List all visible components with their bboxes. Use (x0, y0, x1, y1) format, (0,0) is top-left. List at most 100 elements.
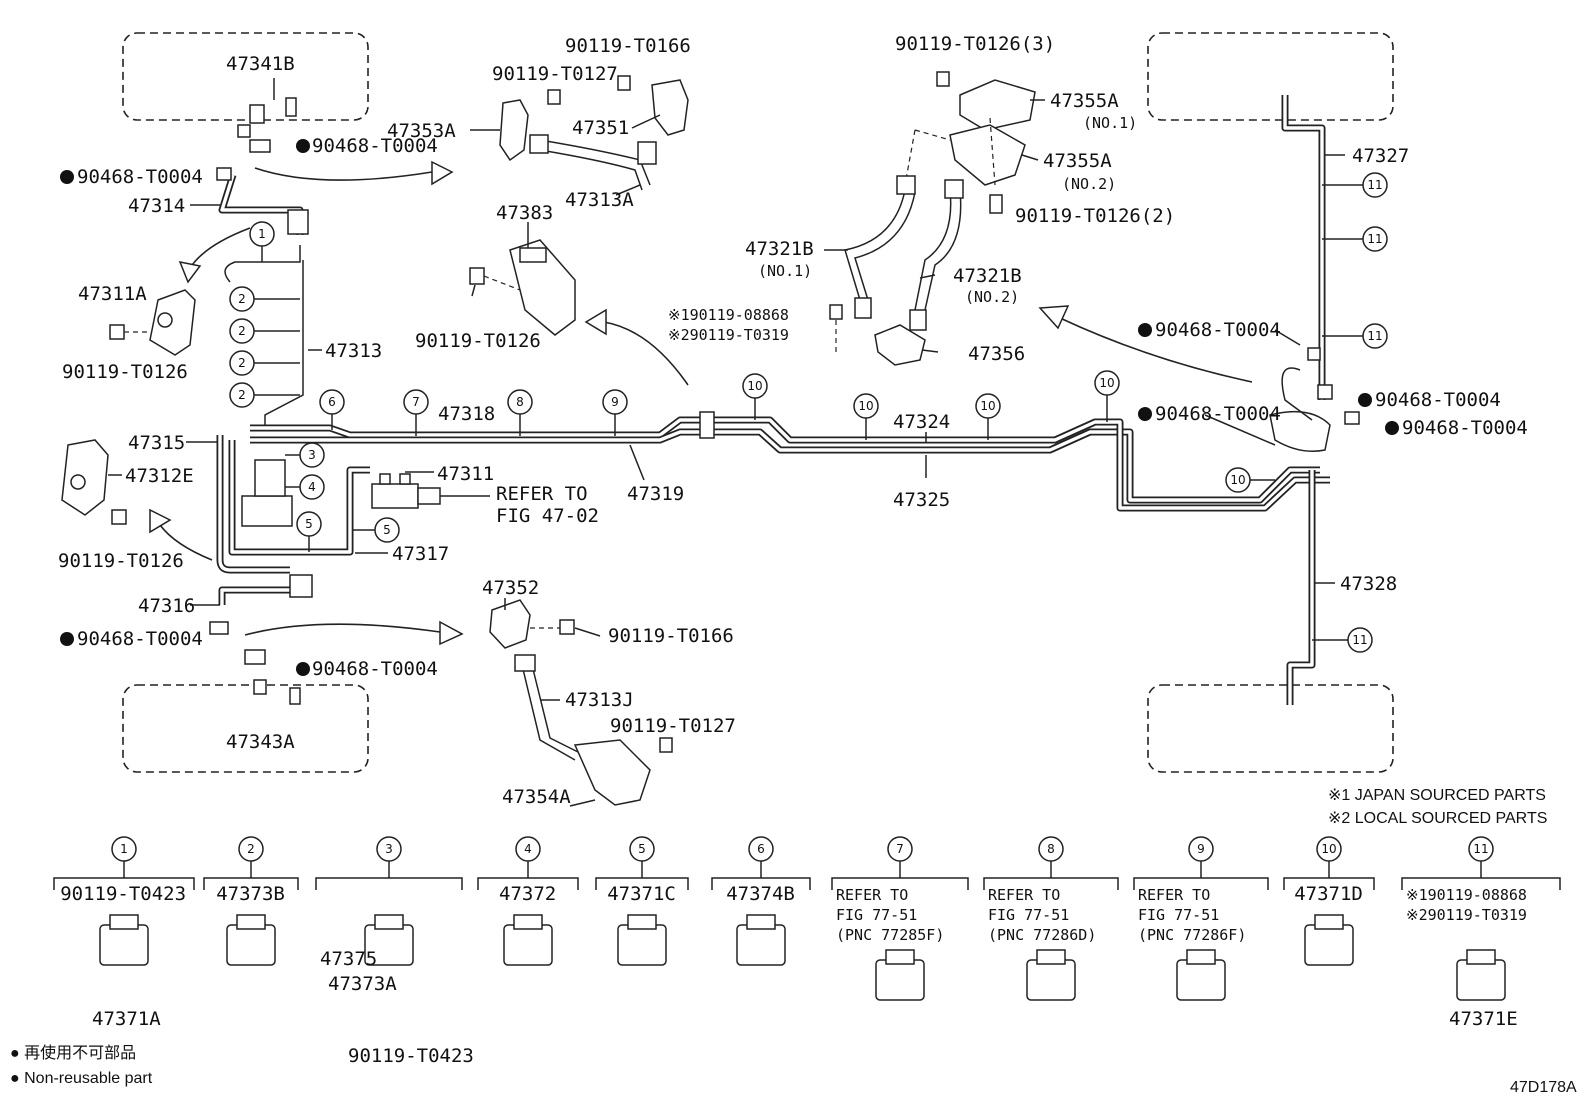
legend-text: REFER TO (1138, 886, 1210, 904)
svg-text:6: 6 (328, 395, 336, 409)
hoses-47321B (829, 175, 964, 366)
svg-text:4: 4 (308, 480, 316, 494)
label-refer-fig-47-02-b: FIG 47-02 (496, 505, 599, 527)
label-90119-T0127-a: 90119-T0127 (492, 63, 618, 85)
callout-10e: 10 (1225, 467, 1275, 493)
label-90468-fr-3: 90468-T0004 (1155, 403, 1281, 425)
label-47319: 47319 (627, 483, 684, 505)
legend-number: 8 (1047, 842, 1055, 856)
callout-2d: 2 (229, 382, 300, 408)
wheel-box-rear-left (122, 684, 369, 773)
legend-text: (PNC 77286D) (988, 926, 1096, 944)
label-47321B-no2: 47321B (953, 265, 1022, 287)
callout-11a: 11 (1322, 172, 1388, 198)
label-90119-T0166-b: 90119-T0166 (608, 625, 734, 647)
label-90468-fr-4: 90468-T0004 (1402, 417, 1528, 439)
label-47343A: 47343A (226, 731, 295, 753)
label-47317: 47317 (392, 543, 449, 565)
legend-number: 11 (1473, 842, 1488, 856)
clip-shape (875, 959, 925, 1001)
legend-text: FIG 77-51 (836, 906, 917, 924)
note-nonreusable-jp: ● 再使用不可部品 (10, 1044, 136, 1062)
svg-text:2: 2 (238, 356, 246, 370)
callout-1: 1 (249, 221, 275, 262)
label-90119-T0126-c: 90119-T0126 (415, 330, 541, 352)
label-no2-b: (NO.2) (965, 288, 1019, 306)
callout-10b: 10 (853, 393, 879, 440)
callout-8: 8 (507, 389, 533, 436)
callout-11c: 11 (1322, 323, 1388, 349)
svg-text:10: 10 (1099, 376, 1114, 390)
note-local-sourced: ※2 LOCAL SOURCED PARTS (1328, 810, 1547, 827)
legend-text: 47371D (1294, 883, 1363, 905)
callout-11d: 11 (1312, 627, 1373, 653)
pipe-group-main (216, 95, 1330, 705)
callout-2a: 2 (229, 286, 300, 312)
legend-text: 47373B (216, 883, 285, 905)
callout-10c: 10 (975, 393, 1001, 440)
legend-text: (PNC 77286F) (1138, 926, 1246, 944)
bracket-47383 (469, 239, 576, 336)
svg-text:5: 5 (383, 523, 391, 537)
legend-text: 47371C (607, 883, 676, 905)
legend-part3: 90119-T0423 (348, 1045, 474, 1067)
clip-shape (1026, 959, 1076, 1001)
clip-shape-top (1466, 949, 1496, 965)
legend-number: 3 (385, 842, 393, 856)
label-no1-b: (NO.1) (758, 262, 812, 280)
footnotes: ※1 JAPAN SOURCED PARTS ※2 LOCAL SOURCED … (10, 787, 1577, 1096)
clip-shape (1304, 924, 1354, 966)
legend-text: ※190119-08868 (1406, 886, 1527, 904)
label-90119-T0126-b: 90119-T0126 (58, 550, 184, 572)
label-47311: 47311 (437, 463, 494, 485)
label-90468-fl-1: 90468-T0004 (312, 135, 438, 157)
legend-part: 47371E (1449, 1008, 1518, 1030)
label-47313A: 47313A (565, 189, 634, 211)
clip-shape (99, 924, 149, 966)
callout-7: 7 (403, 389, 429, 436)
callouts: 1 2 2 2 2 3 4 5 5 6 7 8 9 10 10 10 10 10… (229, 172, 1388, 653)
note-japan-sourced: ※1 JAPAN SOURCED PARTS (1328, 787, 1546, 804)
svg-text:9: 9 (611, 395, 619, 409)
rear-left-hose-parts (209, 574, 313, 705)
label-90468-rl-2: 90468-T0004 (312, 658, 438, 680)
label-47316: 47316 (138, 595, 195, 617)
legend-number: 2 (247, 842, 255, 856)
clip-shape (1176, 959, 1226, 1001)
right-side-junction (1269, 347, 1360, 452)
label-refer-fig-47-02-a: REFER TO (496, 483, 588, 505)
label-47324: 47324 (893, 411, 950, 433)
callout-9: 9 (602, 389, 628, 436)
label-47315: 47315 (128, 432, 185, 454)
label-47311A: 47311A (78, 283, 147, 305)
legend-part: 47375 (320, 948, 377, 970)
svg-text:10: 10 (1230, 473, 1245, 487)
front-hose-47313A (499, 75, 689, 191)
label-47353A: 47353A (387, 120, 456, 142)
callout-11b: 11 (1322, 226, 1388, 252)
clip-shape (736, 924, 786, 966)
label-47355A-no2: 47355A (1043, 150, 1112, 172)
svg-text:10: 10 (747, 379, 762, 393)
legend-item-2: 2 47373B (203, 836, 299, 966)
label-90468-rl-1: 90468-T0004 (77, 628, 203, 650)
clip-shape-top (885, 949, 915, 965)
front-left-hose-parts (216, 97, 309, 235)
label-47318: 47318 (438, 403, 495, 425)
rear-hose-47313J (489, 599, 673, 806)
legend-text: FIG 77-51 (988, 906, 1069, 924)
callout-10a: 10 (742, 373, 768, 420)
svg-text:11: 11 (1352, 633, 1367, 647)
wheel-box-front-left (122, 32, 369, 121)
label-47314: 47314 (128, 195, 185, 217)
callout-5a: 5 (296, 511, 322, 552)
